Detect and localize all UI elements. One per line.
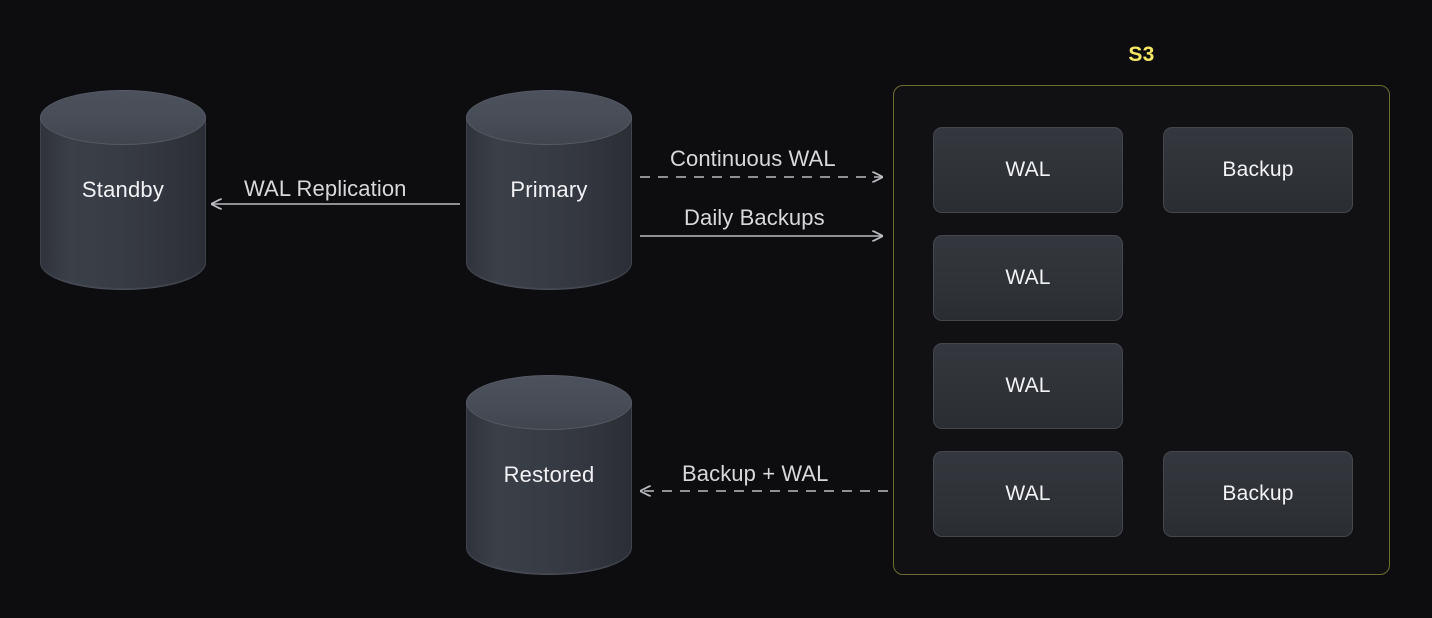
s3-group-title: S3: [1128, 43, 1155, 66]
s3-item-wal-3[interactable]: WAL: [933, 343, 1123, 429]
node-primary[interactable]: Primary: [466, 90, 632, 290]
s3-item-wal-2[interactable]: WAL: [933, 235, 1123, 321]
edge-label-backup-plus-wal: Backup + WAL: [682, 461, 829, 486]
s3-item-backup-1[interactable]: Backup: [1163, 127, 1353, 213]
node-restored[interactable]: Restored: [466, 375, 632, 575]
edge-label-wal-replication: WAL Replication: [244, 176, 407, 201]
edge-label-daily-backups: Daily Backups: [684, 205, 825, 230]
node-restored-label: Restored: [503, 462, 595, 487]
s3-item-label: WAL: [1005, 158, 1051, 181]
cylinder-body: [466, 402, 632, 575]
s3-item-wal-1[interactable]: WAL: [933, 127, 1123, 213]
cylinder-top-ellipse: [466, 90, 632, 145]
node-standby[interactable]: Standby: [40, 90, 206, 290]
edge-label-continuous-wal: Continuous WAL: [670, 146, 836, 171]
node-standby-label: Standby: [81, 177, 165, 202]
s3-item-label: WAL: [1005, 266, 1051, 289]
s3-item-wal-4[interactable]: WAL: [933, 451, 1123, 537]
cylinder-top-ellipse: [40, 90, 206, 145]
s3-item-label: WAL: [1005, 482, 1051, 505]
s3-item-backup-2[interactable]: Backup: [1163, 451, 1353, 537]
s3-group-container: WAL Backup WAL WAL WAL Backup: [893, 85, 1390, 575]
node-primary-label: Primary: [510, 177, 588, 202]
cylinder-top-ellipse: [466, 375, 632, 430]
s3-item-label: WAL: [1005, 374, 1051, 397]
cylinder-body: [466, 117, 632, 290]
s3-item-label: Backup: [1222, 482, 1294, 505]
cylinder-body: [40, 117, 206, 290]
s3-item-label: Backup: [1222, 158, 1294, 181]
